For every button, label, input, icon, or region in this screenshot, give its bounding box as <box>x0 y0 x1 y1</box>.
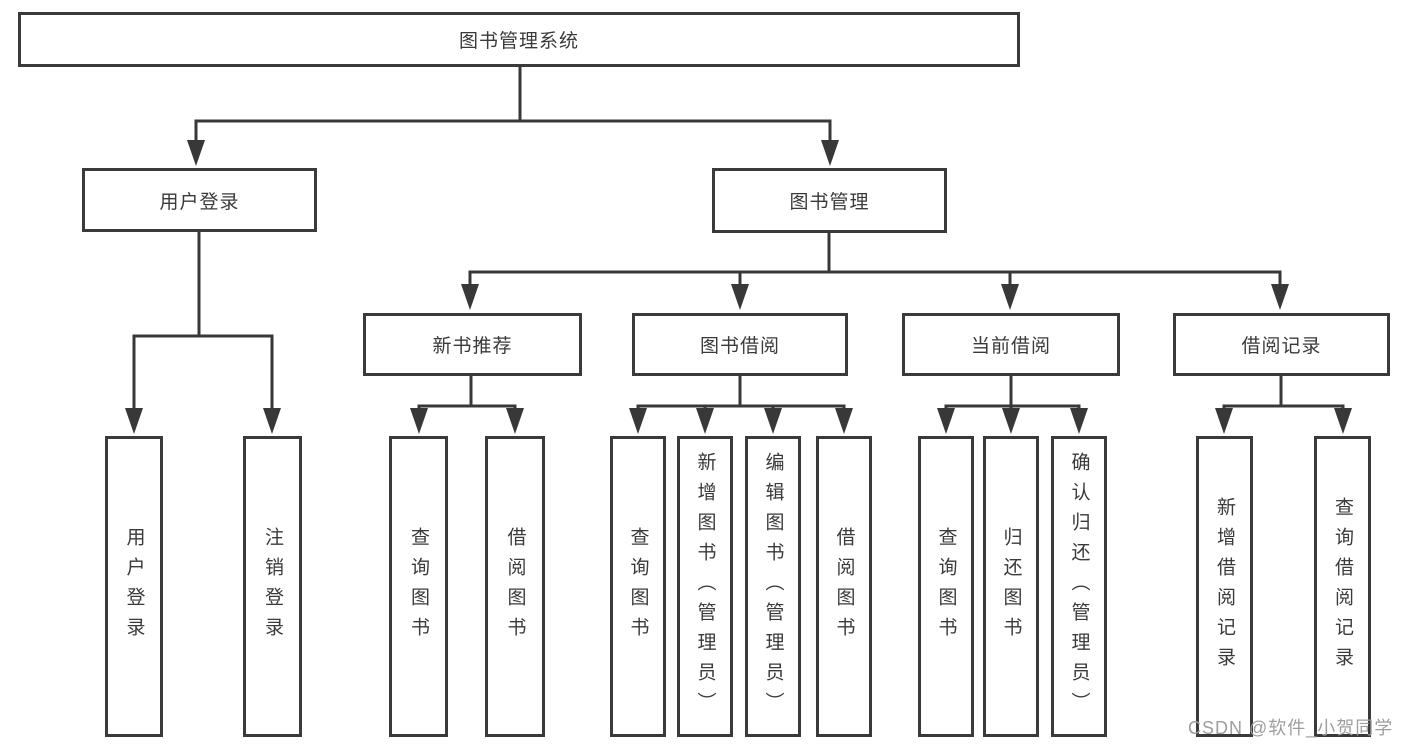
node-user-login: 用户登录 <box>82 168 317 232</box>
leaf-user-login: 用户登录 <box>105 436 163 737</box>
leaf-borrow-edit-books-admin: 编辑图书（管理员） <box>745 436 801 737</box>
arrowhead-icon <box>506 408 524 434</box>
node-book-borrow: 图书借阅 <box>632 313 848 376</box>
node-new-book-recommend: 新书推荐 <box>363 313 582 376</box>
csdn-watermark: CSDN @软件_小贺同学 <box>1188 718 1394 738</box>
leaf-borrow-edit-books-admin-label: 编辑图书（管理员） <box>762 451 784 722</box>
node-root-label: 图书管理系统 <box>458 31 579 52</box>
leaf-records-add-record: 新增借阅记录 <box>1196 436 1253 737</box>
node-borrow-records: 借阅记录 <box>1173 313 1390 376</box>
leaf-recommend-query-books: 查询图书 <box>389 436 448 737</box>
arrowhead-icon <box>1070 408 1088 434</box>
node-user-login-label: 用户登录 <box>159 191 240 213</box>
leaf-current-confirm-return-admin: 确认归还（管理员） <box>1051 436 1107 737</box>
arrowhead-icon <box>629 408 647 434</box>
leaf-logout-label: 注销登录 <box>262 526 283 647</box>
leaf-recommend-borrow-books: 借阅图书 <box>485 436 545 737</box>
leaf-borrow-borrow-books: 借阅图书 <box>816 436 872 737</box>
arrowhead-icon <box>125 408 143 434</box>
leaf-current-confirm-return-admin-label: 确认归还（管理员） <box>1068 451 1090 722</box>
leaf-borrow-borrow-books-label: 借阅图书 <box>833 526 855 647</box>
arrowhead-icon <box>461 284 479 310</box>
arrowhead-icon <box>937 408 955 434</box>
leaf-recommend-borrow-books-label: 借阅图书 <box>504 526 526 647</box>
leaf-records-add-record-label: 新增借阅记录 <box>1214 496 1235 677</box>
node-book-management: 图书管理 <box>712 168 947 233</box>
node-book-borrow-label: 图书借阅 <box>699 336 780 357</box>
leaf-records-query-record-label: 查询借阅记录 <box>1332 496 1353 677</box>
leaf-records-query-record: 查询借阅记录 <box>1314 436 1371 737</box>
leaf-current-return-books-label: 归还图书 <box>1000 526 1022 647</box>
leaf-recommend-query-books-label: 查询图书 <box>408 526 429 647</box>
node-borrow-records-label: 借阅记录 <box>1241 336 1322 357</box>
leaf-user-login-label: 用户登录 <box>123 526 145 647</box>
arrowhead-icon <box>696 408 714 434</box>
leaf-logout: 注销登录 <box>243 436 302 737</box>
arrowhead-icon <box>1215 408 1233 434</box>
leaf-borrow-query-books-label: 查询图书 <box>627 526 649 647</box>
arrowhead-icon <box>410 408 428 434</box>
leaf-current-query-books-label: 查询图书 <box>935 526 957 647</box>
arrowhead-group <box>125 140 1352 434</box>
arrowhead-icon <box>1001 284 1019 310</box>
arrowhead-icon <box>1334 408 1352 434</box>
node-current-borrow: 当前借阅 <box>902 313 1120 376</box>
arrowhead-icon <box>187 140 205 166</box>
node-root: 图书管理系统 <box>18 12 1020 67</box>
leaf-borrow-add-books-admin-label: 新增图书（管理员） <box>694 451 716 722</box>
leaf-current-return-books: 归还图书 <box>983 436 1039 737</box>
arrowhead-icon <box>821 140 839 166</box>
node-current-borrow-label: 当前借阅 <box>970 336 1051 357</box>
leaf-borrow-add-books-admin: 新增图书（管理员） <box>677 436 733 737</box>
leaf-current-query-books: 查询图书 <box>918 436 974 737</box>
arrowhead-icon <box>1002 408 1020 434</box>
leaf-borrow-query-books: 查询图书 <box>610 436 666 737</box>
arrowhead-icon <box>731 284 749 310</box>
arrowhead-icon <box>835 408 853 434</box>
arrowhead-icon <box>263 408 281 434</box>
arrowhead-icon <box>1271 284 1289 310</box>
node-new-book-recommend-label: 新书推荐 <box>432 336 513 357</box>
node-book-management-label: 图书管理 <box>789 192 870 213</box>
arrowhead-icon <box>764 408 782 434</box>
